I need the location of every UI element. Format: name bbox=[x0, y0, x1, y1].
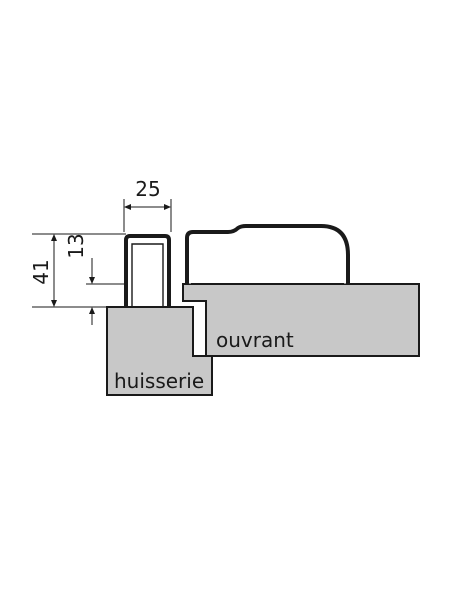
hinge-bracket bbox=[124, 234, 171, 307]
arrow-up-icon bbox=[51, 234, 57, 241]
arrow-up-icon bbox=[89, 307, 95, 314]
arrow-down-icon bbox=[89, 277, 95, 284]
gap-dim-label: 13 bbox=[64, 233, 88, 258]
gap-dimension: 13 bbox=[64, 233, 126, 325]
width-dimension: 25 bbox=[123, 177, 172, 232]
leaf-label: ouvrant bbox=[216, 328, 294, 352]
leaf-ouvrant bbox=[182, 283, 420, 357]
hinge-body-inner bbox=[189, 228, 346, 284]
height-dimension: 41 bbox=[29, 233, 126, 308]
hinge-bracket-inner bbox=[131, 243, 164, 307]
arrow-left-icon bbox=[124, 204, 131, 210]
height-dim-label: 41 bbox=[29, 259, 53, 284]
arrow-down-icon bbox=[51, 300, 57, 307]
arrow-right-icon bbox=[164, 204, 171, 210]
frame-label: huisserie bbox=[114, 369, 204, 393]
hinge-body bbox=[185, 224, 350, 284]
width-dim-label: 25 bbox=[135, 177, 160, 201]
